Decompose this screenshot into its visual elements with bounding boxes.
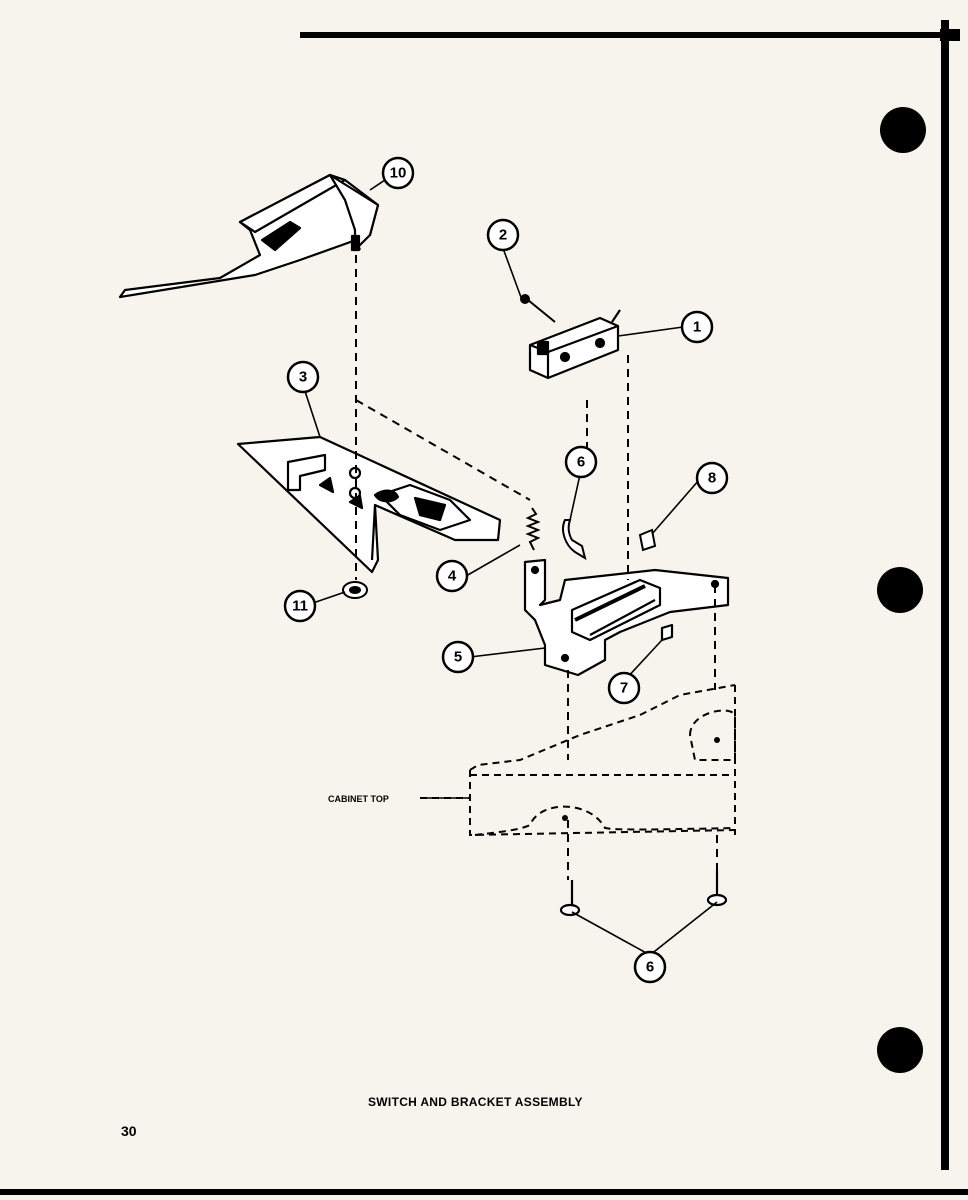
scan-border [0,20,968,1195]
callout-1: 1 [680,310,714,344]
callout-5: 5 [441,640,475,674]
callout-10: 10 [381,156,415,190]
cabinet-hole [714,737,720,743]
part-10-lever [118,173,380,299]
callout-4-text: 4 [448,568,457,585]
binder-hole-bottom [877,1027,923,1073]
callout-11-text: 11 [292,598,308,615]
part-3-bracket [236,435,502,574]
callout-10-text: 10 [390,165,407,182]
part-8-clip-right [638,528,657,552]
callout-1-text: 1 [693,319,701,336]
cabinet-hole-2 [562,815,568,821]
part-6-screws-bottom [559,870,728,917]
part-1-switch [528,309,621,380]
page-number: 30 [121,1123,137,1139]
callout-7: 7 [607,671,641,705]
cabinet-top-outline [420,684,736,837]
callout-2-text: 2 [499,227,507,244]
callout-8-text: 8 [708,470,716,487]
diagram-caption: SWITCH AND BRACKET ASSEMBLY [368,1095,583,1109]
callout-6-upper: 6 [564,445,598,479]
callout-3: 3 [286,360,320,394]
binder-hole-top [880,107,926,153]
callout-8: 8 [695,461,729,495]
binder-hole-middle [877,567,923,613]
callout-7-text: 7 [620,680,628,697]
callout-6-lower-text: 6 [646,959,654,976]
callout-11: 11 [283,589,317,623]
part-11-nut [342,581,368,599]
callout-4: 4 [435,559,469,593]
callout-6-upper-text: 6 [577,454,585,471]
callout-2: 2 [486,218,520,252]
part-6-clip [562,519,587,561]
alignment-lines [355,255,718,880]
leader-lines [302,179,718,956]
callout-6-lower: 6 [633,950,667,984]
part-2-screw [520,294,556,323]
callout-5-text: 5 [454,649,462,666]
callout-3-text: 3 [299,369,307,386]
cabinet-top-label: CABINET TOP [328,794,389,804]
part-4-spring [525,507,541,551]
part-5-mounting-bracket [523,558,730,677]
